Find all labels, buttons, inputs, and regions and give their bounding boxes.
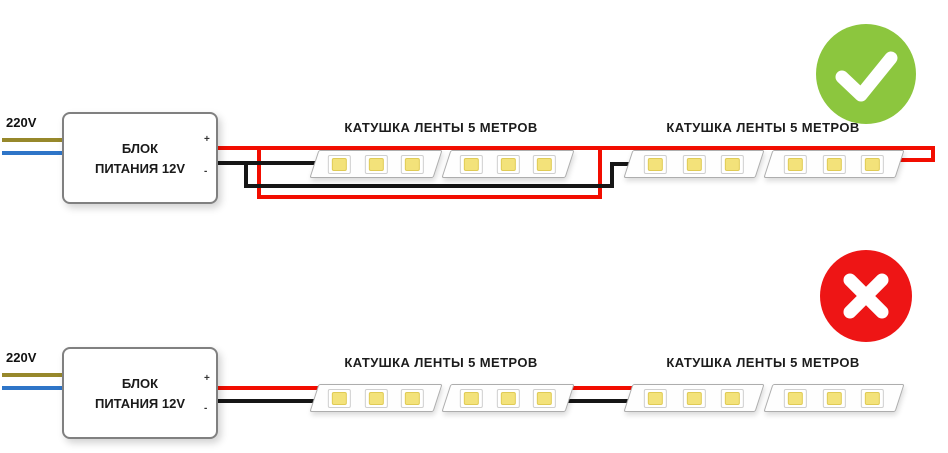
negative-mid-riser-wire — [610, 162, 614, 188]
led-core — [368, 157, 384, 171]
led-chip — [784, 388, 808, 408]
cross-icon — [843, 273, 889, 319]
negative-lower-run-wire — [244, 184, 614, 188]
terminal-plus-label: + — [204, 373, 210, 384]
mains-neutral-wire — [2, 151, 62, 155]
coil-label: КАТУШКА ЛЕНТЫ 5 МЕТРОВ — [666, 355, 860, 370]
led-strip-segment — [441, 384, 575, 412]
led-strip-segment — [309, 150, 443, 178]
led-core — [648, 157, 664, 171]
led-chip — [364, 388, 388, 408]
led-chip — [720, 154, 744, 174]
led-core — [500, 391, 516, 405]
led-chip — [460, 154, 484, 174]
led-core — [864, 157, 880, 171]
mains-voltage-label: 220V — [6, 115, 37, 130]
positive-rail-wire — [214, 146, 935, 150]
led-core — [404, 157, 420, 171]
led-strip-segment — [309, 384, 443, 412]
led-chip — [644, 154, 668, 174]
led-core — [724, 391, 740, 405]
negative-feed-wire — [214, 399, 318, 403]
check-icon — [835, 51, 898, 102]
led-core — [864, 391, 880, 405]
led-core — [686, 157, 702, 171]
led-chip — [496, 388, 520, 408]
negative-branch-drop-wire — [244, 161, 248, 188]
led-chip — [400, 388, 424, 408]
led-chip — [400, 154, 424, 174]
led-strip-segment — [623, 384, 765, 412]
psu-label-line2: ПИТАНИЯ 12V — [94, 160, 186, 176]
check-badge — [816, 24, 916, 124]
positive-mid-riser-wire — [598, 148, 602, 199]
mains-phase-wire — [2, 373, 62, 377]
psu-label-line2: ПИТАНИЯ 12V — [94, 395, 186, 411]
led-core — [368, 391, 384, 405]
led-chip — [460, 388, 484, 408]
negative-series-jumper-wire — [556, 399, 640, 403]
psu-label-line1: БЛОК — [121, 140, 159, 156]
coil-label: КАТУШКА ЛЕНТЫ 5 МЕТРОВ — [344, 355, 538, 370]
power-supply-box: БЛОК ПИТАНИЯ 12V — [62, 112, 218, 204]
led-chip — [682, 154, 706, 174]
positive-end-drop-wire — [931, 146, 935, 162]
led-chip — [860, 388, 884, 408]
led-core — [788, 157, 804, 171]
positive-lower-run-wire — [257, 195, 602, 199]
led-strip-segment — [623, 150, 765, 178]
led-chip — [496, 154, 520, 174]
led-chip — [328, 154, 352, 174]
led-strip-segment — [763, 150, 905, 178]
led-chip — [860, 154, 884, 174]
led-chip — [364, 154, 388, 174]
psu-label-line1: БЛОК — [121, 375, 159, 391]
led-chip — [822, 388, 846, 408]
positive-branch-drop-wire — [257, 148, 261, 199]
led-core — [536, 157, 552, 171]
led-core — [826, 391, 842, 405]
led-core — [686, 391, 702, 405]
led-chip — [532, 388, 556, 408]
mains-voltage-label: 220V — [6, 350, 37, 365]
led-core — [464, 157, 480, 171]
power-supply-box: БЛОК ПИТАНИЯ 12V — [62, 347, 218, 439]
led-core — [404, 391, 420, 405]
led-core — [464, 391, 480, 405]
led-chip — [532, 154, 556, 174]
led-core — [536, 391, 552, 405]
led-strip-segment — [763, 384, 905, 412]
led-chip — [644, 388, 668, 408]
coil-label: КАТУШКА ЛЕНТЫ 5 МЕТРОВ — [344, 120, 538, 135]
led-core — [826, 157, 842, 171]
led-core — [648, 391, 664, 405]
led-core — [724, 157, 740, 171]
led-strip-segment — [441, 150, 575, 178]
positive-end-stub-wire — [897, 158, 933, 162]
led-core — [332, 157, 348, 171]
terminal-minus-label: - — [204, 166, 208, 177]
led-chip — [682, 388, 706, 408]
mains-neutral-wire — [2, 386, 62, 390]
terminal-minus-label: - — [204, 403, 208, 414]
led-core — [788, 391, 804, 405]
terminal-plus-label: + — [204, 134, 210, 145]
led-chip — [328, 388, 352, 408]
led-chip — [720, 388, 744, 408]
coil-label: КАТУШКА ЛЕНТЫ 5 МЕТРОВ — [666, 120, 860, 135]
negative-feed-wire — [214, 161, 316, 165]
negative-mid-stub-wire — [610, 162, 634, 166]
cross-badge — [820, 250, 912, 342]
led-chip — [822, 154, 846, 174]
mains-phase-wire — [2, 138, 62, 142]
positive-series-jumper-wire — [556, 386, 640, 390]
led-core — [332, 391, 348, 405]
positive-feed-wire — [214, 386, 318, 390]
led-chip — [784, 154, 808, 174]
led-core — [500, 157, 516, 171]
